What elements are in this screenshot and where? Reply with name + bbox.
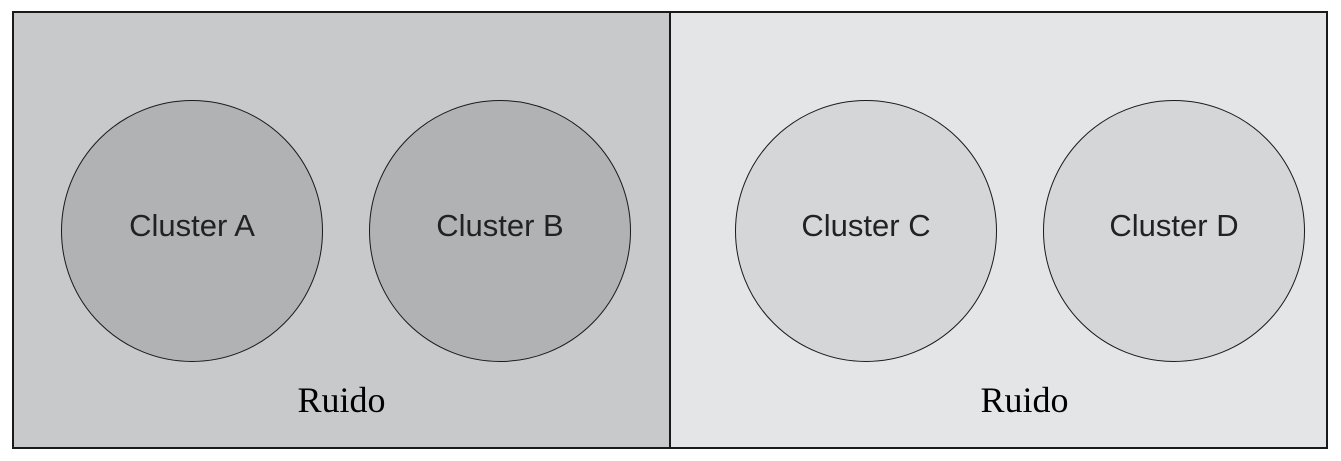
cluster-a-circle: Cluster A xyxy=(61,100,323,362)
cluster-a-label: Cluster A xyxy=(129,208,255,243)
noise-label-left: Ruido xyxy=(297,380,386,420)
noise-label-right: Ruido xyxy=(980,380,1069,420)
cluster-b-label: Cluster B xyxy=(436,208,564,243)
panel-right: Cluster C Cluster D Ruido xyxy=(671,13,1326,447)
cluster-c-label: Cluster C xyxy=(801,208,931,243)
cluster-c-circle: Cluster C xyxy=(735,100,997,362)
cluster-d-label: Cluster D xyxy=(1109,208,1239,243)
cluster-d-circle: Cluster D xyxy=(1043,100,1305,362)
panel-left: Cluster A Cluster B Ruido xyxy=(14,13,671,447)
cluster-b-circle: Cluster B xyxy=(369,100,631,362)
diagram-frame: Cluster A Cluster B Ruido Cluster C Clus… xyxy=(12,11,1328,449)
